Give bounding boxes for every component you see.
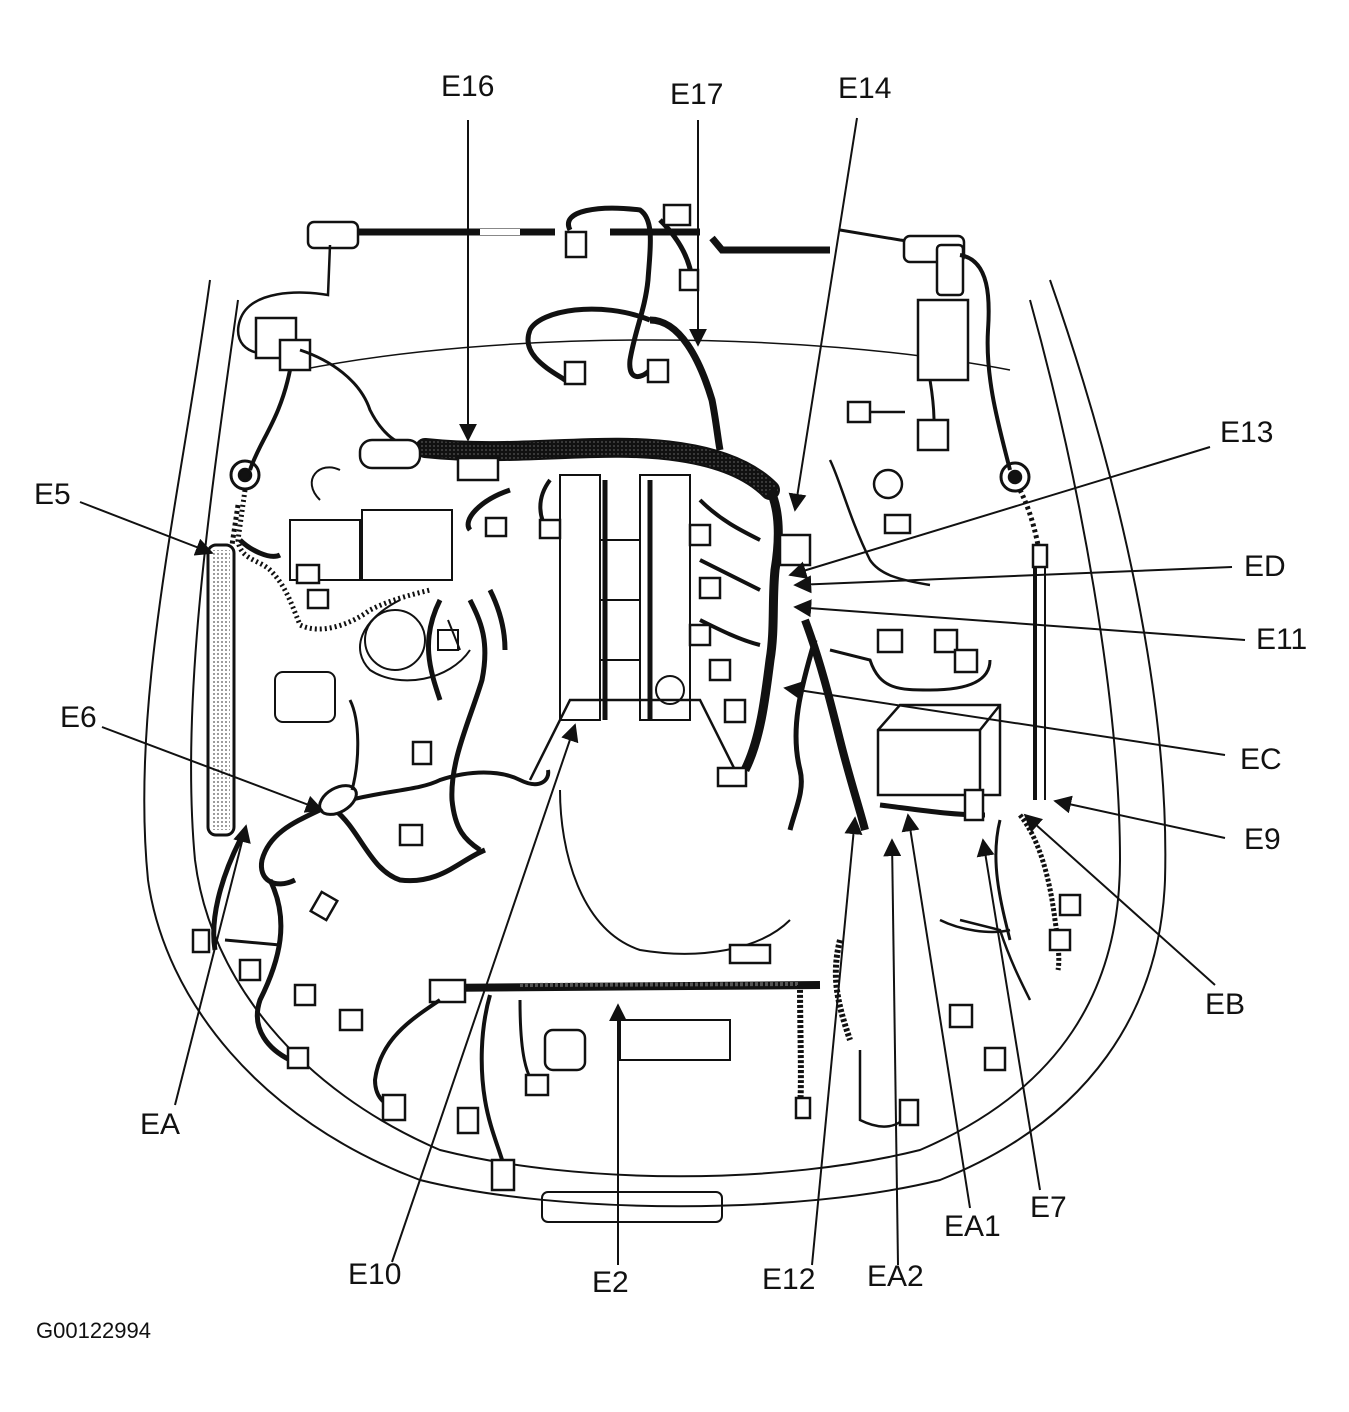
left-fender-harness-E5 — [206, 504, 241, 837]
callout-EA1: EA1 — [944, 1210, 1001, 1243]
right-engine-harness — [688, 487, 992, 831]
callout-E10: E10 — [348, 1258, 402, 1291]
callout-E11: E11 — [1256, 623, 1308, 656]
right-fender-harness-E9 — [948, 488, 1082, 1072]
callout-E9: E9 — [1244, 823, 1281, 856]
lower-left-connectors — [191, 890, 340, 1007]
callout-E5: E5 — [34, 478, 71, 511]
callout-E7: E7 — [1030, 1191, 1067, 1224]
intake-harness-E16 — [358, 437, 780, 500]
callout-E17: E17 — [670, 78, 724, 111]
engine-block — [528, 474, 791, 955]
callout-EA: EA — [140, 1108, 181, 1141]
relay-box — [876, 703, 1002, 822]
callout-E14: E14 — [838, 72, 892, 105]
callout-EA2: EA2 — [867, 1260, 924, 1293]
left-engine-harness — [235, 478, 562, 853]
callout-E13: E13 — [1220, 416, 1274, 449]
vehicle-body-outline — [143, 279, 1167, 1223]
left-relay-cluster — [229, 244, 411, 491]
lower-left-harness-E6 — [211, 699, 551, 1063]
callout-E12: E12 — [762, 1263, 816, 1296]
figure-id: G00122994 — [36, 1318, 151, 1343]
callout-ED: ED — [1244, 550, 1286, 583]
callout-EB: EB — [1205, 988, 1246, 1021]
left-intake-area — [274, 466, 471, 723]
lower-right-components — [832, 918, 1011, 1128]
firewall-harness — [306, 220, 966, 264]
front-harness-E2 — [286, 943, 821, 1192]
callout-E6: E6 — [60, 701, 97, 734]
callout-E2: E2 — [592, 1266, 629, 1299]
callout-E16: E16 — [441, 70, 495, 103]
right-relay-cluster — [828, 243, 1031, 587]
callout-EC: EC — [1240, 743, 1282, 776]
upper-center-harness — [525, 203, 724, 451]
callout-leaders — [79, 117, 1246, 1266]
